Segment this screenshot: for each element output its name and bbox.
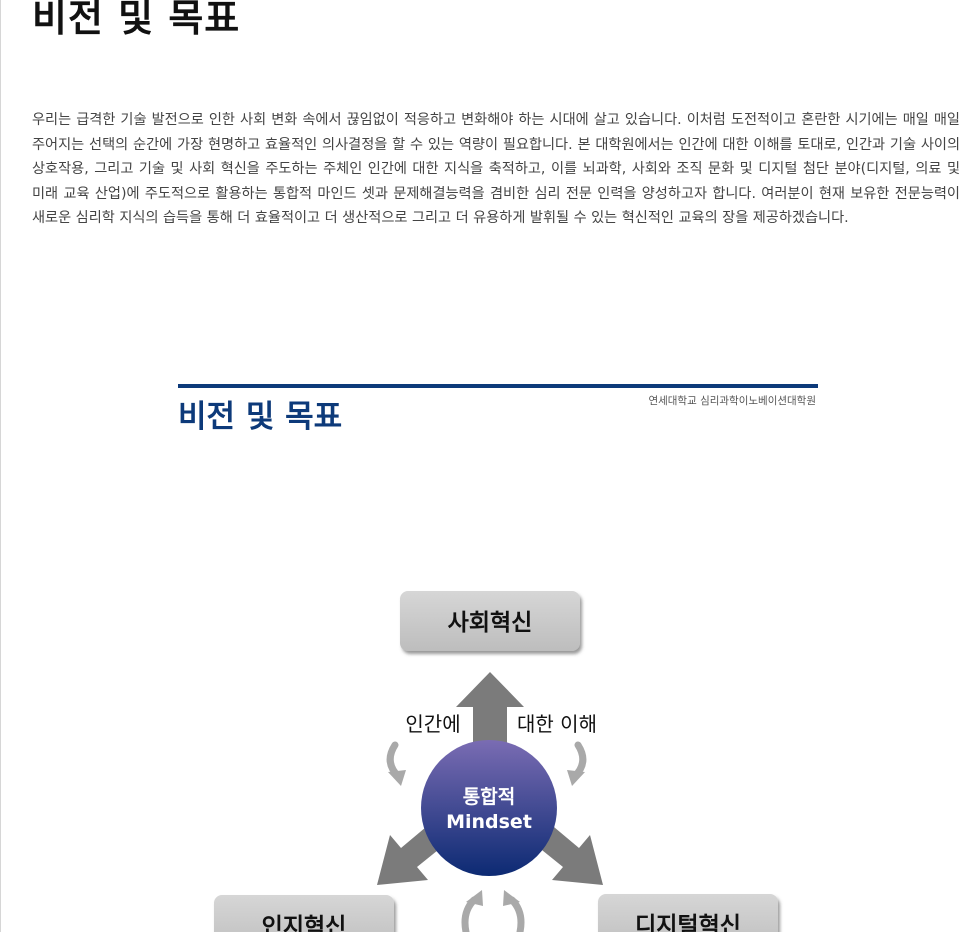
center-line1: 통합적 [463,786,515,808]
cognitive-innovation-box: 인지혁신 [214,895,394,932]
up-arrow-icon [456,672,524,745]
intro-paragraph: 우리는 급격한 기술 발전으로 인한 사회 변화 속에서 끊임없이 적응하고 변… [32,112,960,226]
page-left-border [0,0,1,932]
digital-innovation-label: 디지털혁신 [635,913,741,932]
social-innovation-label: 사회혁신 [448,610,533,636]
integrated-mindset-circle: 통합적 Mindset [421,740,557,876]
curved-arrow-bottom-left-icon [461,890,483,932]
curved-arrow-right-icon [567,741,587,786]
center-line2: Mindset [446,811,532,833]
figure-title: 비전 및 목표 [178,399,342,435]
understanding-label-right: 대한 이해 [517,712,597,736]
page-title: 비전 및 목표 [32,0,241,40]
human-label-left: 인간에 [405,712,460,736]
social-innovation-box: 사회혁신 [400,591,580,651]
institution-name: 연세대학교 심리과학이노베이션대학원 [648,395,816,407]
cognitive-innovation-label: 인지혁신 [262,914,347,932]
digital-innovation-box: 디지털혁신 [598,894,778,932]
curved-arrow-bottom-right-icon [503,890,525,932]
figure-header-rule [178,384,818,388]
curved-arrow-left-icon [386,741,406,786]
